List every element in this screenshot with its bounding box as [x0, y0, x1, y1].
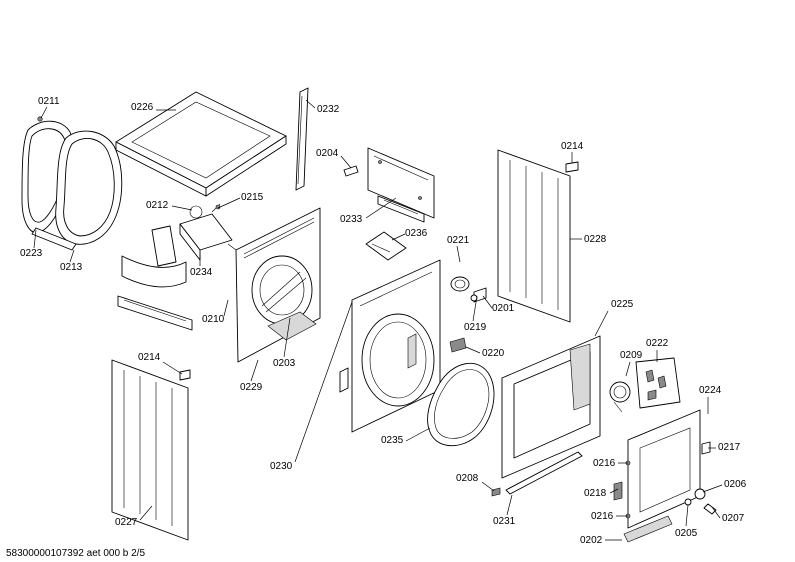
- strip-0231-drawing: [491, 451, 583, 497]
- part-label-p0206: 0206: [724, 479, 747, 490]
- leader-line-p0219: [472, 295, 478, 322]
- block-0220-drawing: [449, 337, 467, 353]
- part-label-p0215: 0215: [241, 192, 264, 203]
- bracket-top-drawing: [367, 147, 435, 219]
- leader-line-p0205: [685, 504, 689, 527]
- part-label-p0217: 0217: [718, 442, 741, 453]
- motor-assembly-drawing: [179, 203, 237, 261]
- part-label-p0203: 0203: [273, 358, 296, 369]
- knobs-0221-0219-drawing: [450, 276, 478, 302]
- part-label-p0227: 0227: [115, 517, 138, 528]
- part-label-p0216a: 0216: [593, 458, 616, 469]
- part-label-p0216b: 0216: [591, 511, 614, 522]
- leader-line-p0204: [340, 155, 352, 169]
- leader-line-p0232: [305, 99, 316, 109]
- part-label-p0229: 0229: [240, 382, 263, 393]
- side-panel-0227-drawing: [111, 359, 189, 541]
- leader-line-p0210: [223, 299, 229, 317]
- side-panel-0228-drawing: [497, 149, 571, 323]
- part-drawings: [21, 87, 717, 543]
- part-label-p0234: 0234: [190, 267, 213, 278]
- part-label-p0223: 0223: [20, 248, 43, 259]
- part-label-p0202: 0202: [580, 535, 603, 546]
- part-label-p0201: 0201: [492, 303, 515, 314]
- leader-line-p0211: [40, 106, 48, 119]
- part-label-p0207: 0207: [722, 513, 745, 524]
- part-label-p0221: 0221: [447, 235, 470, 246]
- leader-line-p0201: [482, 295, 493, 309]
- drawing-code: 58300000107392 aet 000 b 2/5: [6, 548, 145, 559]
- leader-line-p0213: [69, 249, 75, 263]
- part-label-p0211: 0211: [38, 96, 60, 107]
- part-label-p0222: 0222: [646, 338, 669, 349]
- leader-line-p0214b: [162, 361, 183, 375]
- clip-0204-drawing: [343, 165, 359, 177]
- part-label-p0225: 0225: [611, 299, 634, 310]
- pump-0209-drawing: [609, 381, 631, 413]
- part-label-p0231: 0231: [493, 516, 516, 527]
- part-label-p0233: 0233: [340, 214, 363, 225]
- part-label-p0208: 0208: [456, 473, 479, 484]
- front-bulkhead-0230-drawing: [339, 259, 441, 433]
- part-label-p0212: 0212: [146, 200, 169, 211]
- part-label-p0230: 0230: [270, 461, 293, 472]
- leader-line-p0203: [283, 317, 291, 358]
- part-label-p0214b: 0214: [138, 352, 161, 363]
- leader-line-p0212: [171, 205, 193, 211]
- leader-line-p0215: [217, 197, 241, 209]
- gasket-0235-drawing: [427, 362, 495, 447]
- leader-line-p0235: [405, 427, 431, 442]
- leader-line-p0230: [294, 301, 353, 463]
- leader-line-p0209: [625, 361, 631, 377]
- leader-line-p0221: [456, 245, 461, 263]
- leader-line-p0225: [594, 310, 609, 337]
- part-label-p0205: 0205: [675, 528, 698, 539]
- leader-line-p0206: [702, 484, 723, 493]
- leader-line-p0208: [481, 481, 495, 492]
- leader-line-p0220: [465, 346, 481, 354]
- parts-kit-0222-drawing: [635, 357, 681, 409]
- part-label-p0226: 0226: [131, 102, 154, 113]
- hinge-parts-drawing: [684, 488, 717, 515]
- bracket-0236-drawing: [365, 231, 407, 261]
- part-label-p0218: 0218: [584, 488, 607, 499]
- part-label-p0232: 0232: [317, 104, 340, 115]
- part-label-p0235: 0235: [381, 435, 404, 446]
- part-label-p0228: 0228: [584, 234, 607, 245]
- front-frame-0224-drawing: [627, 409, 711, 529]
- rail-0210-drawing: [117, 295, 193, 331]
- part-label-p0210: 0210: [202, 314, 225, 325]
- handle-0202-drawing: [623, 515, 673, 543]
- clip-0214-drawing: [179, 161, 579, 381]
- part-label-p0219: 0219: [464, 322, 487, 333]
- duct-0234-drawing: [121, 225, 187, 288]
- strip-0232-drawing: [295, 87, 309, 191]
- frame-0225-drawing: [501, 335, 601, 479]
- part-label-p0224: 0224: [699, 385, 722, 396]
- leader-line-p0223: [33, 229, 37, 249]
- part-label-p0220: 0220: [482, 348, 505, 359]
- part-labels: 0211 0226 0232 0204 0214 0212 0215 0233 0236 0221…: [20, 96, 747, 546]
- leader-line-p0236: [391, 233, 406, 241]
- leader-line-p0233: [365, 197, 397, 219]
- part-label-p0209: 0209: [620, 350, 643, 361]
- leader-line-p0207: [711, 506, 721, 519]
- part-label-p0213: 0213: [60, 262, 83, 273]
- top-lid-0226-drawing: [115, 91, 287, 197]
- part-label-p0204: 0204: [316, 148, 339, 159]
- leader-line-p0227: [139, 505, 153, 521]
- rear-panel-0229-drawing: [235, 207, 321, 363]
- leader-line-p0229: [250, 359, 259, 382]
- part-label-p0214a: 0214: [561, 141, 584, 152]
- leader-line-p0231: [506, 494, 513, 516]
- seal-loops-drawing: [21, 120, 123, 251]
- leader-line-p0218: [609, 488, 619, 494]
- part-label-p0236: 0236: [405, 228, 428, 239]
